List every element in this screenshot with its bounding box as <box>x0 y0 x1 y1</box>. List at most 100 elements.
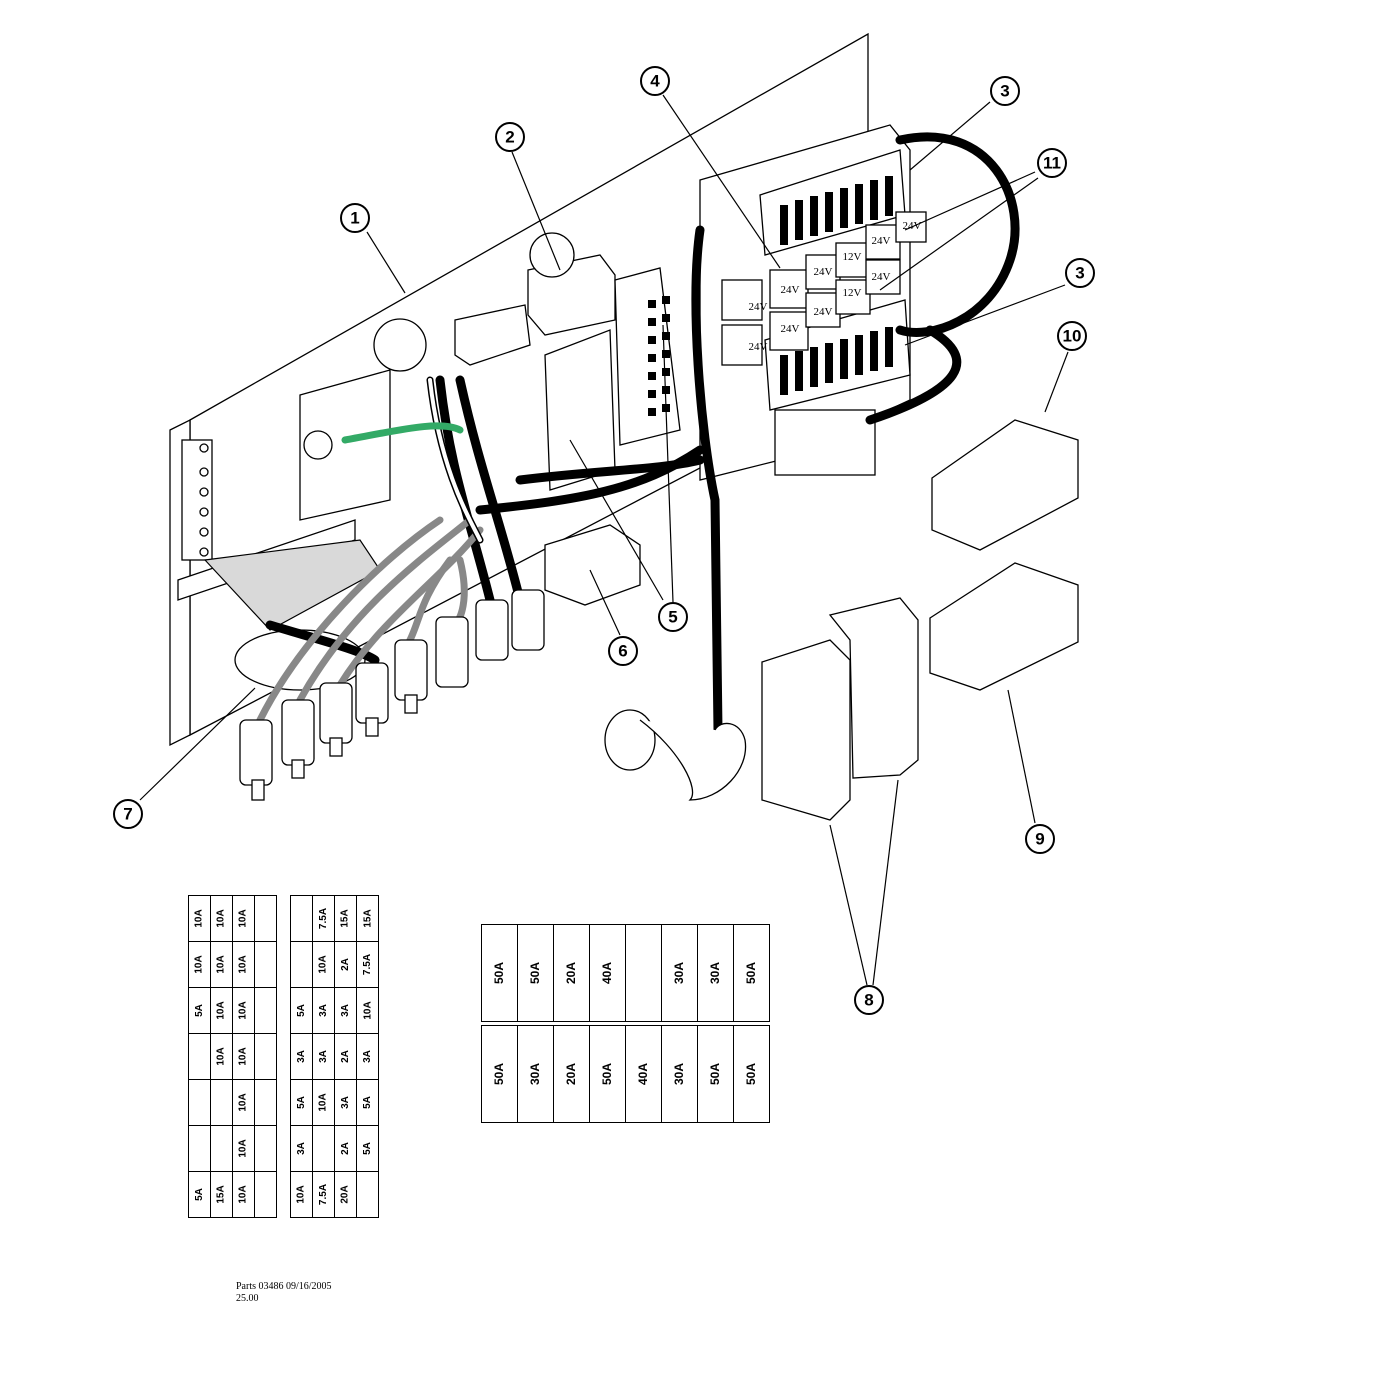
svg-text:10: 10 <box>1063 327 1082 346</box>
relay-label: 12V <box>843 287 862 299</box>
fuse-cell <box>290 941 313 988</box>
fuse-cell: 7.5A <box>356 941 380 988</box>
fuse-rating: 10A <box>237 1185 249 1204</box>
fuse-rating: 10A <box>237 1139 249 1158</box>
fuse-cell: 3A <box>311 1033 336 1080</box>
fuse-cell: 50A <box>481 1025 518 1123</box>
fuse-rating: 3A <box>340 1004 352 1017</box>
callout-9: 9 <box>1025 824 1055 854</box>
fuse-cell: 5A <box>188 1171 211 1218</box>
fuse-cell: 50A <box>517 924 554 1022</box>
fuse-cell: 10A <box>232 1033 255 1080</box>
fuse-rating: 2A <box>340 1142 352 1155</box>
callout-3-lower: 3 <box>1065 258 1095 288</box>
fuse-rating: 30A <box>672 1062 687 1086</box>
fuse-cell <box>254 1125 277 1172</box>
fuse-cell: 40A <box>589 924 626 1022</box>
fuse-cell: 10A <box>232 895 255 942</box>
fuse-cell: 3A <box>290 1125 313 1172</box>
fuse-cell <box>254 1033 277 1080</box>
fuse-rating: 40A <box>636 1062 651 1086</box>
fuse-rating: 10A <box>237 1047 249 1066</box>
fuse-cell: 10A <box>210 1033 233 1080</box>
fuse-cell <box>254 987 277 1034</box>
callout-7: 7 <box>113 799 143 829</box>
fuse-cell <box>290 895 313 942</box>
fuse-cell: 5A <box>188 987 211 1034</box>
svg-text:2: 2 <box>505 128 514 147</box>
fuse-rating: 10A <box>215 955 227 974</box>
fuse-rating: 5A <box>193 1004 205 1017</box>
fuse-cell: 40A <box>625 1025 662 1123</box>
relay-label: 24V <box>781 323 800 335</box>
fuse-cell <box>254 941 277 988</box>
relay-label: 24V <box>749 301 768 313</box>
fuse-cell: 10A <box>188 895 211 942</box>
fuse-cell: 15A <box>210 1171 233 1218</box>
fuse-rating: 3A <box>318 1050 330 1063</box>
fuse-rating: 10A <box>193 909 205 928</box>
fuse-cell: 3A <box>356 1033 380 1080</box>
relay-label: 24V <box>872 235 891 247</box>
fuse-cell: 50A <box>481 924 518 1022</box>
fuse-rating: 20A <box>564 1062 579 1086</box>
fuse-cell <box>254 895 277 942</box>
fuse-cell <box>188 1033 211 1080</box>
fuse-cell: 20A <box>334 1171 358 1218</box>
fuse-rating: 50A <box>492 961 507 985</box>
fuse-row: 10A 2A 7.5A <box>290 941 380 988</box>
svg-text:3: 3 <box>1000 82 1009 101</box>
fuse-rating: 5A <box>362 1096 374 1109</box>
svg-text:9: 9 <box>1035 830 1044 849</box>
fuse-cell: 5A <box>290 987 313 1034</box>
svg-text:7: 7 <box>123 805 132 824</box>
fuse-cell: 20A <box>553 924 590 1022</box>
fuse-cell: 10A <box>232 1171 255 1218</box>
fuse-cell <box>254 1079 277 1126</box>
fuse-cell: 7.5A <box>311 895 336 942</box>
fuse-cell <box>188 1079 211 1126</box>
relay-socket <box>544 524 641 606</box>
harness-connector <box>604 709 747 801</box>
fuse-cell: 10A <box>290 1171 313 1218</box>
fuse-cell: 50A <box>697 1025 734 1123</box>
fuse-rating: 40A <box>600 961 615 985</box>
fuse-cell: 3A <box>290 1033 313 1080</box>
fuse-rating: 15A <box>362 909 374 928</box>
fuse-cell: 10A <box>210 941 233 988</box>
svg-text:5: 5 <box>668 608 677 627</box>
svg-text:8: 8 <box>864 991 873 1010</box>
callout-10: 10 <box>1057 321 1087 351</box>
fuse-cell: 50A <box>733 1025 770 1123</box>
fuse-cell: 15A <box>356 895 380 942</box>
fuse-cell: 10A <box>311 941 336 988</box>
fuse-rating: 50A <box>744 961 759 985</box>
fuse-cell: 30A <box>661 924 698 1022</box>
fuse-cell <box>254 1171 277 1218</box>
fuse-cell: 10A <box>232 1125 255 1172</box>
svg-text:1: 1 <box>350 209 359 228</box>
wire-ferrules <box>239 589 545 801</box>
fuse-rating: 2A <box>340 958 352 971</box>
fuse-cell: 7.5A <box>311 1171 336 1218</box>
fuse-cell: 3A <box>334 1079 358 1126</box>
callout-11: 11 <box>1037 148 1067 178</box>
fuse-rating: 10A <box>237 1001 249 1020</box>
fuse-rating: 5A <box>362 1142 374 1155</box>
fuse-rating: 20A <box>564 961 579 985</box>
fuse-cell: 20A <box>553 1025 590 1123</box>
fuse-cell: 10A <box>232 941 255 988</box>
callout-8: 8 <box>854 985 884 1015</box>
fuse-rating: 50A <box>492 1062 507 1086</box>
fuse-cell: 10A <box>232 1079 255 1126</box>
